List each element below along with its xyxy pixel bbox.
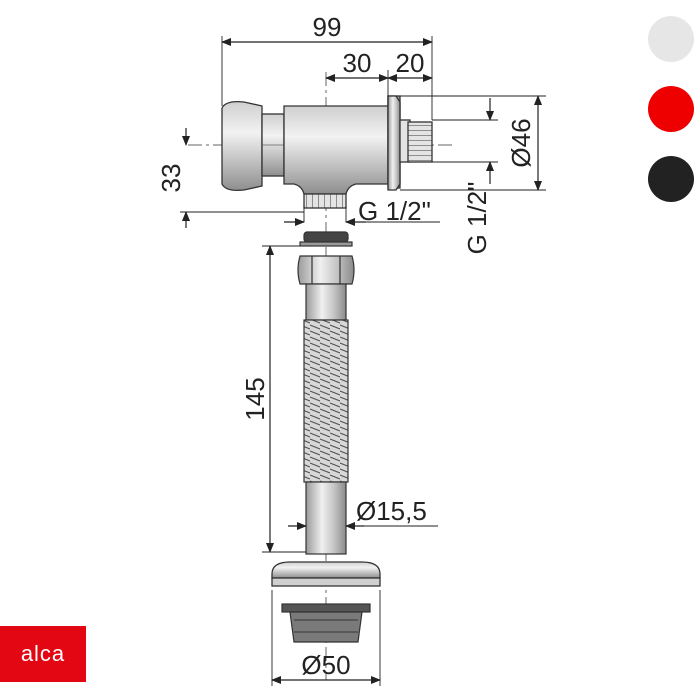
dim-height: 33 — [156, 164, 186, 193]
color-swatch-black[interactable] — [648, 156, 694, 202]
alca-logo: alca — [0, 626, 86, 682]
dim-pipe-diameter: Ø15,5 — [356, 496, 427, 526]
dim-outlet-thread: G 1/2" — [358, 196, 431, 226]
dim-body-offset: 30 — [343, 48, 372, 78]
dimension-lines — [180, 36, 546, 686]
logo-text: alca — [20, 641, 66, 666]
flush-pipe — [303, 283, 349, 555]
gasket — [299, 231, 353, 247]
dim-rosette-diameter: Ø50 — [301, 650, 350, 680]
dim-flange-diameter: Ø46 — [506, 118, 536, 167]
dim-thread-length: 20 — [396, 48, 425, 78]
valve-body — [221, 95, 433, 209]
rosette — [271, 561, 381, 587]
color-swatch-light-gray[interactable] — [648, 16, 694, 62]
urinal-connector — [281, 603, 371, 643]
dim-pipe-length: 145 — [240, 377, 270, 420]
pipe-nut — [297, 255, 355, 285]
dim-overall-width: 99 — [313, 12, 342, 42]
dim-inlet-thread: G 1/2" — [462, 182, 492, 255]
color-swatch-red[interactable] — [648, 86, 694, 132]
